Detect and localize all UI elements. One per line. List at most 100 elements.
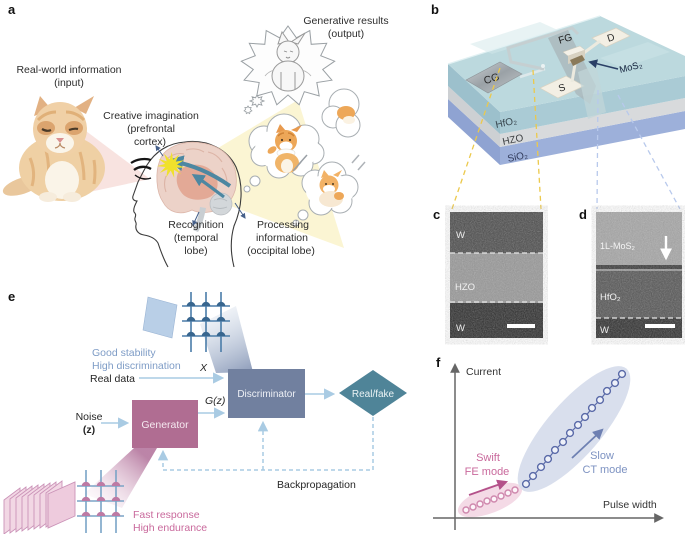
recognition-caption-line2: (temporal — [174, 232, 218, 244]
panel-a-captions: Real-world information (input) Creative … — [16, 15, 388, 257]
pink-array-caption-line2: High endurance — [133, 522, 207, 534]
fe-trend-arrow — [468, 479, 509, 496]
tem-d-bottom-label: W — [600, 325, 609, 336]
hzo-layer-label: HZO — [502, 133, 525, 148]
tem-d-mid-label: HfO₂ — [600, 292, 621, 303]
processing-caption-line3: (occipital lobe) — [247, 245, 315, 257]
tem-c-mid-label: HZO — [455, 282, 475, 293]
real-data-label: Real data — [90, 373, 135, 385]
crossbar-array-pink — [77, 470, 124, 533]
zoom-connector-lines — [451, 67, 681, 210]
recognition-pointer-arrow — [192, 211, 200, 226]
mode-schematic-plot: Current Pulse width Swift FE mode Slow C… — [433, 363, 664, 530]
recognition-caption-line1: Recognition — [168, 219, 224, 231]
x-axis-label: Pulse width — [603, 499, 657, 511]
pink-mapping-cone — [84, 448, 157, 508]
tem-image-d: 1L-MoS₂ HfO₂ W — [596, 212, 682, 338]
tem-c-bottom-label: W — [456, 323, 465, 334]
eyebrow-line — [130, 157, 152, 164]
imagination-caption-line2: (prefrontal — [127, 123, 175, 135]
real-fake-diamond — [339, 370, 407, 416]
cg-electrode-pad — [465, 61, 523, 94]
cartoon-cat-orange — [267, 124, 302, 173]
gan-diagram: Good stability High discrimination Real … — [3, 292, 407, 534]
sio2-layer-face — [500, 111, 685, 165]
output-caption-line2: (output) — [328, 28, 364, 40]
drain-pad — [591, 27, 631, 48]
yellow-connector-left — [451, 67, 501, 210]
fg-label: FG — [557, 32, 574, 47]
panel-c-label: c — [433, 207, 440, 222]
fe-caption-line2: FE mode — [465, 466, 510, 478]
source-label: S — [557, 82, 567, 95]
scale-bar — [507, 324, 535, 328]
synapse-stack-pink — [3, 480, 76, 534]
blue-mapping-cone — [200, 306, 253, 373]
panel-f-label: f — [436, 355, 441, 370]
sketch-cat — [264, 30, 312, 92]
panel-a-label: a — [8, 2, 16, 17]
cg-label: CG — [482, 71, 501, 87]
gate-loop-trace — [506, 26, 580, 71]
tem-d-top-label: 1L-MoS₂ — [600, 241, 636, 251]
recognition-caption-line3: lobe) — [184, 245, 207, 257]
ct-caption-line2: CT mode — [582, 464, 627, 476]
imagination-pointer-arrow — [155, 145, 164, 157]
blue-connector-left — [596, 89, 599, 210]
kitten — [319, 170, 344, 207]
y-axis-label: Current — [466, 366, 501, 378]
blue-array-caption-line1: Good stability — [92, 347, 156, 359]
hzo-layer-face — [500, 98, 685, 147]
imagination-caption-line1: Creative imagination — [103, 110, 199, 122]
fe-caption-line1: Swift — [476, 452, 500, 464]
recognition-flow-arrow — [191, 173, 225, 199]
fe-data-points — [462, 486, 519, 514]
panel-d-label: d — [579, 207, 587, 222]
noise-label-line1: Noise — [76, 411, 103, 423]
generative-output-bubbles — [240, 25, 366, 227]
panel-e-label: e — [8, 289, 15, 304]
tem-image-c: W HZO W — [450, 212, 543, 338]
discriminator-box — [228, 369, 305, 418]
x-symbol: X — [199, 362, 208, 374]
ct-caption-line1: Slow — [590, 450, 614, 462]
generator-label: Generator — [141, 419, 189, 431]
hfo2-layer-label: HfO₂ — [495, 116, 519, 131]
device-3d-schematic: CG FG S D MoS₂ HfO₂ HZO SiO₂ — [447, 15, 685, 165]
backprop-label: Backpropagation — [277, 479, 356, 491]
processing-pointer-arrow — [234, 202, 246, 219]
panel-b-label: b — [431, 2, 439, 17]
cat-photo — [2, 96, 105, 202]
scale-bar — [645, 324, 675, 328]
input-caption-line2: (input) — [54, 77, 84, 89]
crossbar-array-blue — [182, 292, 230, 352]
emphasis-marks — [292, 154, 366, 172]
blue-array-caption-line2: High discrimination — [92, 360, 181, 372]
backprop-path-generator — [157, 417, 374, 471]
blue-connector-right — [617, 94, 681, 210]
noise-label-line2: (z) — [83, 424, 95, 436]
generator-box — [132, 400, 198, 448]
mos2-pointer-arrow — [588, 59, 619, 70]
real-fake-label: Real/fake — [352, 389, 395, 400]
input-caption-line1: Real-world information — [16, 64, 121, 76]
gz-label: G(z) — [205, 395, 225, 407]
ct-data-points — [521, 369, 627, 489]
processing-caption-line1: Processing — [257, 219, 309, 231]
source-trace — [570, 63, 577, 83]
pink-array-caption-line1: Fast response — [133, 509, 200, 521]
ct-trend-arrow — [571, 428, 604, 459]
output-caption-line1: Generative results — [303, 15, 388, 27]
eye-icon — [133, 165, 152, 171]
imagination-star-icon — [157, 152, 185, 178]
real-data-plane — [142, 296, 178, 339]
tem-c-top-label: W — [456, 230, 465, 241]
face-profile-line — [132, 141, 186, 268]
mos2-flake — [578, 65, 606, 119]
imagination-caption-line3: cortex) — [134, 136, 166, 148]
discriminator-label: Discriminator — [237, 389, 296, 400]
processing-caption-line2: information — [256, 232, 308, 244]
cg-trace — [519, 67, 546, 79]
